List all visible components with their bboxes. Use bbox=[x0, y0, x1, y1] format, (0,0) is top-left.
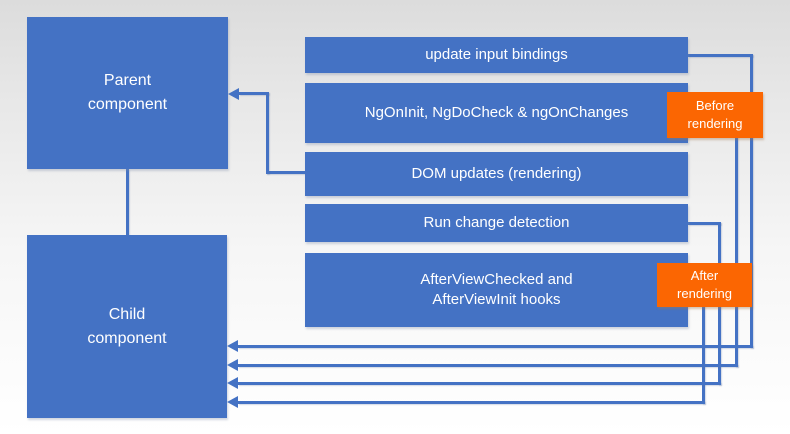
arrowhead-into-child-2-icon bbox=[227, 359, 238, 371]
step-label: NgOnInit, NgDoCheck & ngOnChanges bbox=[364, 103, 629, 121]
connector-domupdates-vertical bbox=[266, 92, 269, 174]
child-component-box: Child component bbox=[27, 235, 227, 418]
step-run-change-detection: Run change detection bbox=[305, 204, 688, 242]
parent-component-box: Parent component bbox=[27, 17, 228, 169]
step-label: update input bindings bbox=[425, 45, 568, 63]
feed-run-change-detection bbox=[688, 222, 721, 225]
channel-line-2 bbox=[735, 111, 738, 367]
arrowhead-into-child-4-icon bbox=[227, 396, 238, 408]
arrowhead-into-child-1-icon bbox=[227, 340, 238, 352]
badge-after-rendering: After rendering bbox=[657, 263, 752, 307]
step-afterviewchecked-afterviewinit: AfterViewChecked and AfterViewInit hooks bbox=[305, 253, 688, 327]
child-component-label: Child component bbox=[87, 305, 167, 347]
arrow-line-to-child-2 bbox=[238, 364, 738, 367]
step-ngoninit-ngdocheck-ngonchanges: NgOnInit, NgDoCheck & ngOnChanges bbox=[305, 83, 688, 143]
arrow-line-to-child-1 bbox=[238, 345, 753, 348]
connector-domupdates-horizontal bbox=[266, 171, 305, 174]
step-label: DOM updates (rendering) bbox=[411, 164, 582, 182]
step-label: Run change detection bbox=[423, 213, 570, 231]
arrow-line-to-child-3 bbox=[238, 382, 721, 385]
channel-line-1 bbox=[750, 54, 753, 348]
arrow-line-to-child-4 bbox=[238, 401, 705, 404]
feed-update-input-bindings bbox=[688, 54, 753, 57]
arrowhead-into-child-3-icon bbox=[227, 377, 238, 389]
badge-label: After rendering bbox=[677, 267, 732, 301]
connector-domupdates-to-parent bbox=[239, 92, 269, 95]
badge-label: Before rendering bbox=[687, 97, 743, 131]
step-update-input-bindings: update input bindings bbox=[305, 37, 688, 73]
badge-before-rendering: Before rendering bbox=[667, 92, 763, 138]
step-dom-updates-rendering: DOM updates (rendering) bbox=[305, 152, 688, 196]
step-label: AfterViewChecked and AfterViewInit hooks bbox=[420, 270, 573, 308]
arrowhead-into-parent-icon bbox=[228, 88, 239, 100]
connector-parent-child bbox=[126, 169, 129, 235]
parent-component-label: Parent component bbox=[87, 72, 168, 113]
